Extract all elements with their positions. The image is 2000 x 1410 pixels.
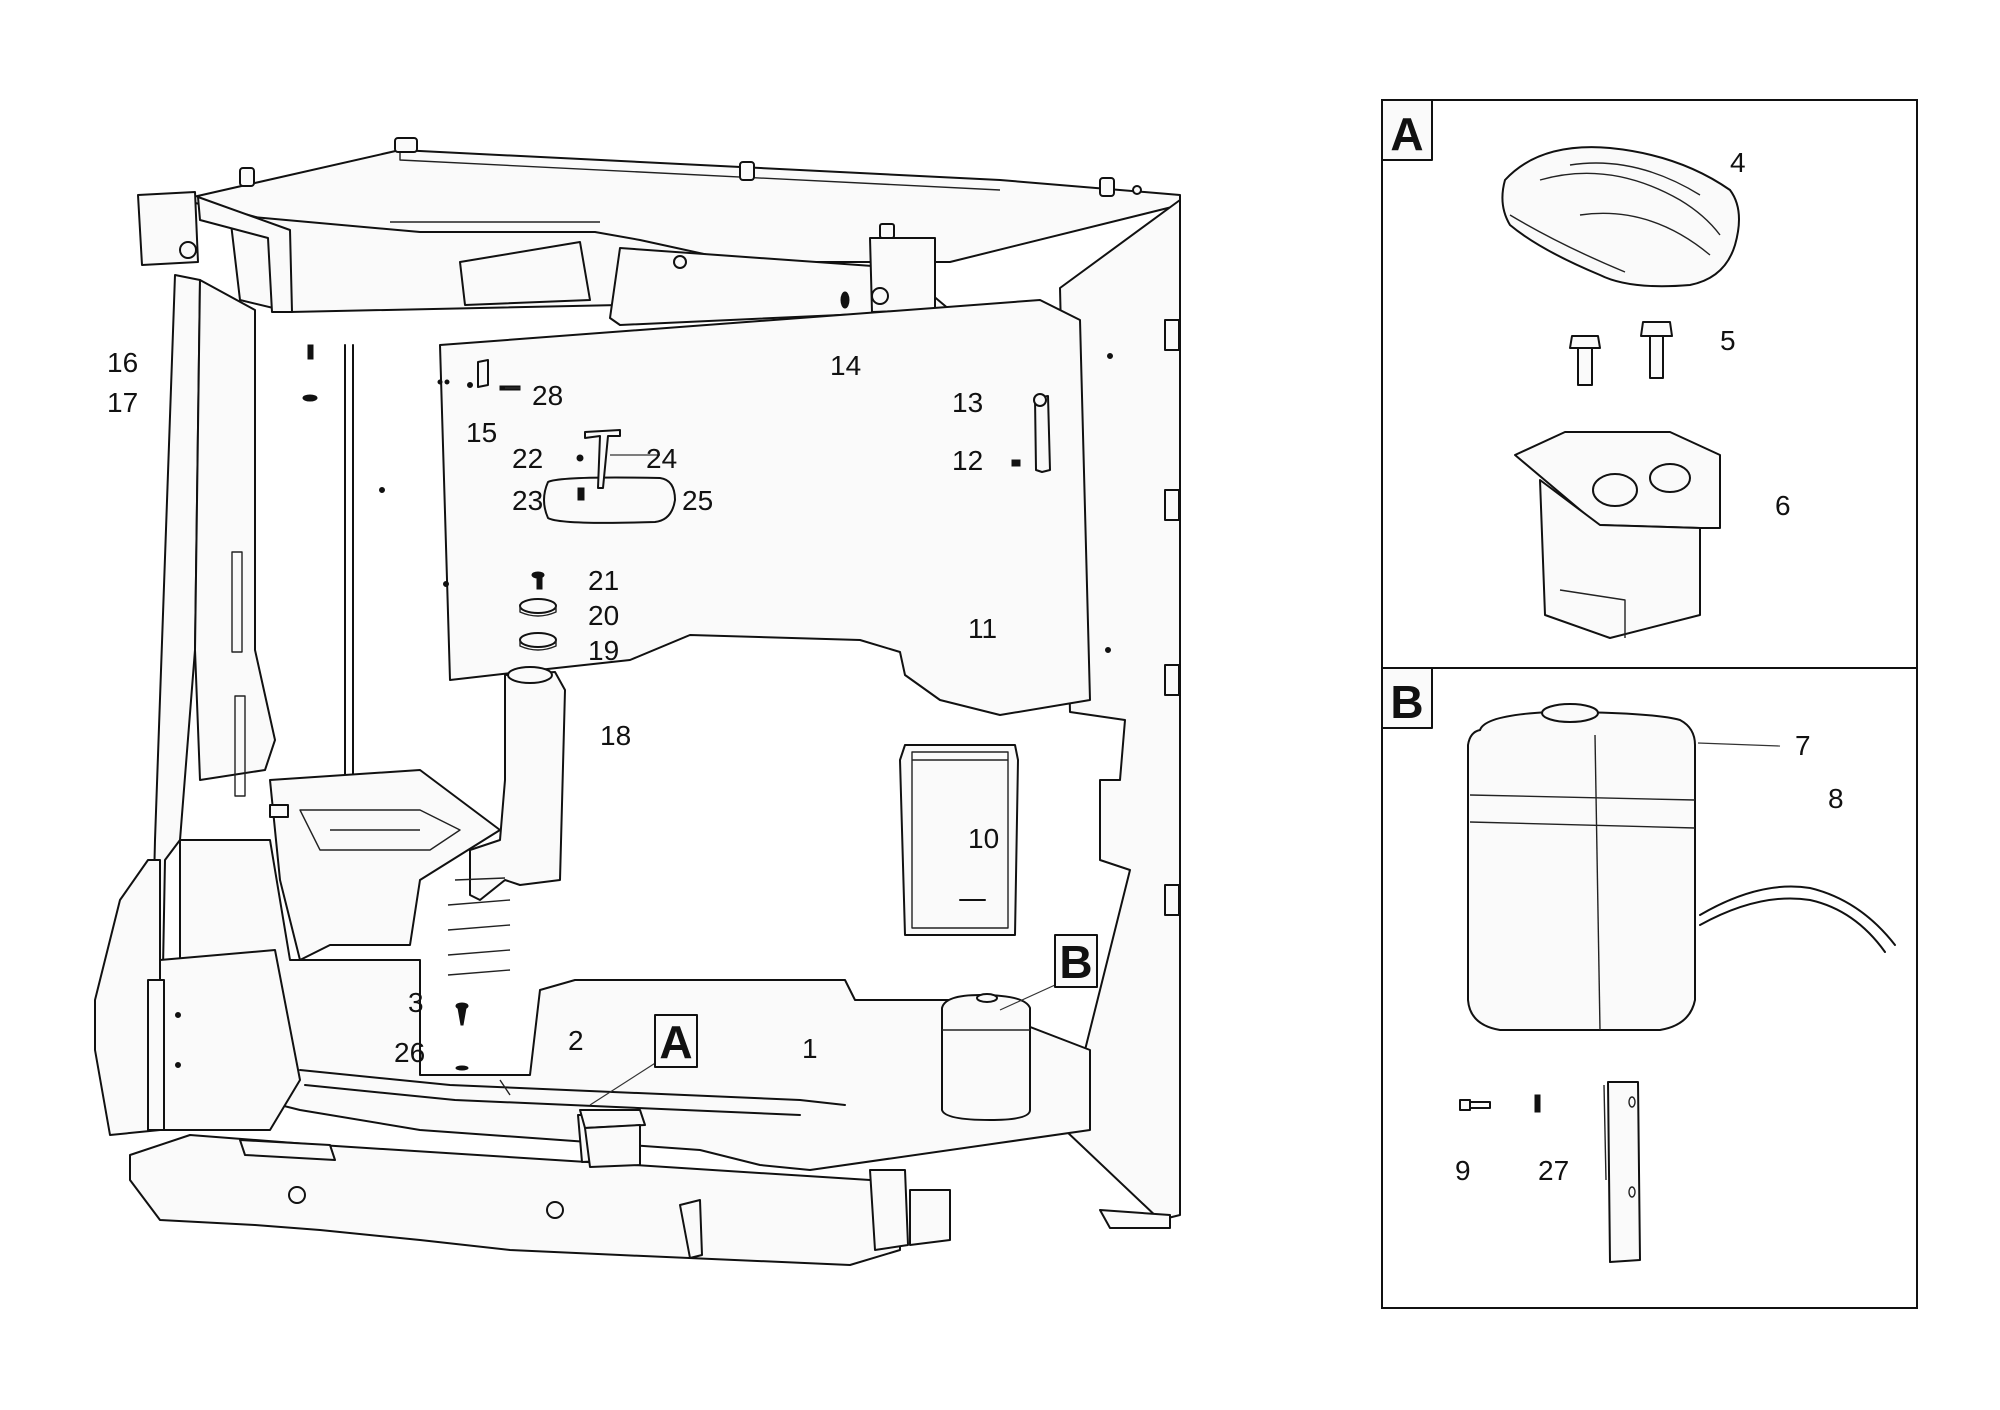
callout-9: 9 — [1455, 1155, 1471, 1186]
callout-19: 19 — [588, 635, 619, 666]
callout-25: 25 — [682, 485, 713, 516]
callout-14: 14 — [830, 350, 861, 381]
cab-frame-assembly — [94, 137, 1181, 1266]
callout-26: 26 — [394, 1037, 425, 1068]
callout-15: 15 — [466, 417, 497, 448]
callout-27: 27 — [1538, 1155, 1569, 1186]
callout-18: 18 — [600, 720, 631, 751]
callout-28: 28 — [532, 380, 563, 411]
callout-3: 3 — [408, 987, 424, 1018]
grab-handle — [1034, 395, 1051, 473]
rear-view-mirror — [543, 476, 676, 524]
detail-marker-a-label: A — [659, 1016, 692, 1068]
mounting-strap — [1607, 1081, 1641, 1263]
callout-7: 7 — [1795, 730, 1811, 761]
pedal-pad — [1501, 146, 1740, 288]
detail-marker-a: A — [654, 1014, 698, 1068]
callout-22: 22 — [512, 443, 543, 474]
callout-16: 16 — [107, 347, 138, 378]
callout-24: 24 — [646, 443, 677, 474]
callout-4: 4 — [1730, 147, 1746, 178]
center-floor-console — [269, 769, 501, 961]
callout-2: 2 — [568, 1025, 584, 1056]
washer-tank-location — [941, 994, 1031, 1121]
inspection-cover — [899, 744, 1019, 936]
leader-lines — [505, 387, 1781, 1106]
front-bottom-sill — [129, 1134, 901, 1266]
callout-11: 11 — [968, 613, 997, 644]
callout-13: 13 — [952, 387, 983, 418]
detail-panel-b: B — [1381, 667, 1918, 1309]
detail-marker-b-label: B — [1059, 936, 1092, 988]
detail-panel-a: A — [1381, 99, 1918, 669]
air-duct — [469, 671, 566, 901]
callout-5: 5 — [1720, 325, 1736, 356]
left-lower-panel — [94, 859, 161, 1136]
callout-8: 8 — [1828, 783, 1844, 814]
callout-10: 10 — [968, 823, 999, 854]
callout-numbers: 1 2 3 4 5 6 7 8 9 10 11 12 13 14 15 16 1… — [107, 147, 1844, 1186]
hex-bolt — [1640, 321, 1673, 379]
floor-panel — [179, 839, 1091, 1171]
detail-marker-b: B — [1054, 934, 1098, 988]
washer-tank — [1467, 711, 1696, 1031]
callout-6: 6 — [1775, 490, 1791, 521]
right-side-panel — [1059, 199, 1181, 1221]
callout-12: 12 — [952, 445, 983, 476]
detail-panel-b-label: B — [1390, 676, 1423, 728]
callout-1: 1 — [802, 1033, 818, 1064]
callout-23: 23 — [512, 485, 543, 516]
detail-panel-a-label: A — [1390, 108, 1423, 160]
callout-20: 20 — [588, 600, 619, 631]
hex-bolt — [1569, 335, 1601, 386]
callout-21: 21 — [588, 565, 619, 596]
callout-17: 17 — [107, 387, 138, 418]
